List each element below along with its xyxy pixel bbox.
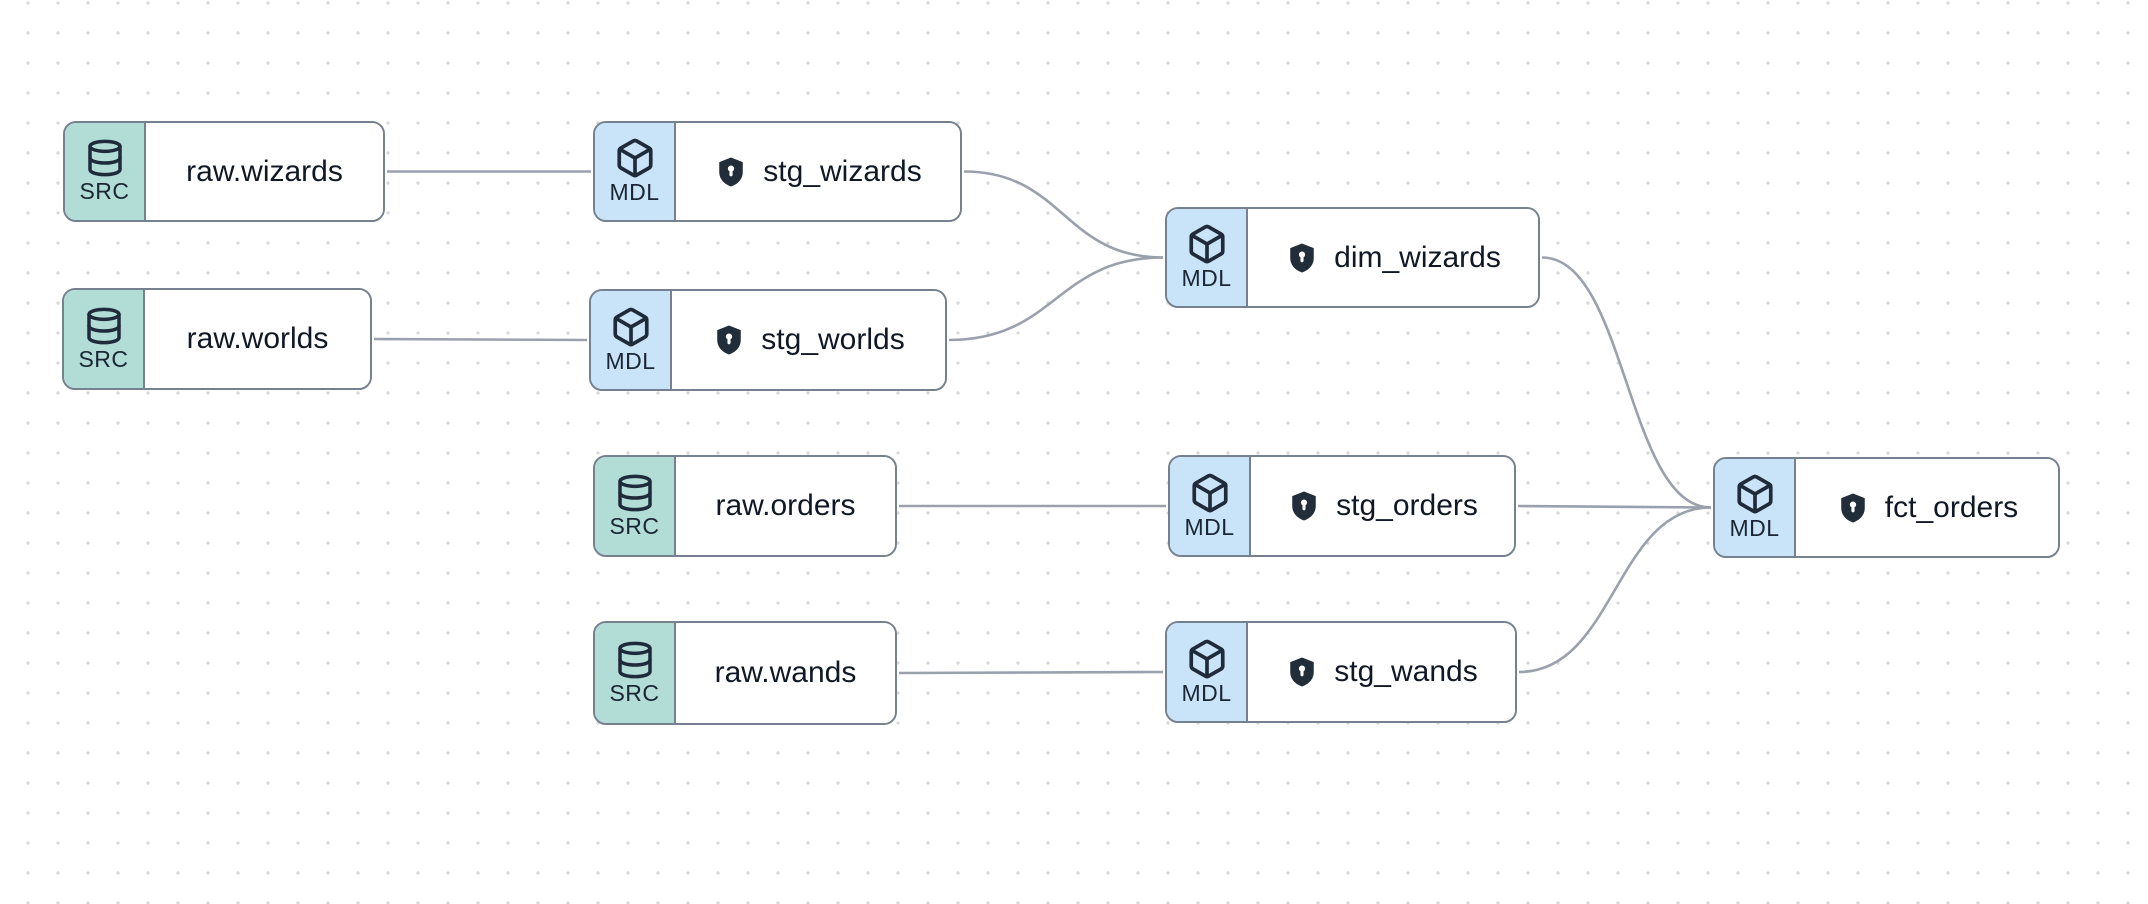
- node-body: raw.worlds: [145, 290, 370, 388]
- node-type-badge: MDL: [591, 291, 672, 389]
- shield-lock-glyph: [1292, 491, 1316, 521]
- graph-node-stg_orders[interactable]: MDL stg_orders: [1168, 455, 1516, 557]
- graph-node-raw-orders[interactable]: SRC raw.orders: [593, 455, 897, 557]
- shield-lock-glyph: [1290, 243, 1314, 272]
- shield-lock-glyph: [717, 325, 742, 355]
- node-type-label: MDL: [1184, 513, 1235, 540]
- node-type-icon: [84, 306, 124, 346]
- node-name-label: dim_wizards: [1334, 240, 1501, 274]
- database-icon: [617, 641, 652, 678]
- cube-icon: [1736, 474, 1773, 514]
- node-type-icon: [1186, 638, 1228, 680]
- node-type-label: SRC: [79, 178, 130, 204]
- edge-stg_orders-to-fct_orders: [1517, 504, 1712, 509]
- edge-stg_worlds-to-dim_wizards: [948, 256, 1164, 342]
- node-body: raw.wizards: [146, 123, 383, 220]
- node-type-badge: MDL: [1715, 459, 1796, 556]
- node-body: stg_wizards: [676, 123, 960, 220]
- node-type-badge: SRC: [64, 290, 145, 388]
- node-type-icon: [615, 640, 655, 680]
- cube-icon: [1191, 473, 1228, 512]
- node-type-label: MDL: [1181, 679, 1232, 706]
- node-body: raw.orders: [676, 457, 895, 555]
- node-name-label: raw.wizards: [186, 154, 343, 188]
- node-type-badge: MDL: [595, 123, 676, 220]
- edge-stg_wizards-to-dim_wizards: [963, 170, 1164, 259]
- node-body: stg_orders: [1251, 457, 1514, 555]
- cube-icon: [1188, 224, 1225, 264]
- graph-node-stg_wands[interactable]: MDL stg_wands: [1165, 621, 1517, 723]
- node-name-label: stg_wands: [1334, 655, 1478, 688]
- node-body: fct_orders: [1796, 459, 2058, 556]
- shield-lock-icon: [1836, 491, 1870, 525]
- node-body: stg_wands: [1248, 623, 1515, 721]
- shield-lock-glyph: [1290, 657, 1315, 687]
- node-type-label: MDL: [1181, 265, 1232, 291]
- graph-node-raw-wands[interactable]: SRC raw.wands: [593, 621, 897, 725]
- node-name-label: raw.orders: [715, 489, 856, 522]
- cube-icon: [1188, 639, 1225, 678]
- shield-lock-icon: [1285, 241, 1319, 275]
- cube-icon: [612, 307, 649, 346]
- node-body: raw.wands: [676, 623, 895, 723]
- node-type-icon: [615, 473, 655, 513]
- node-name-label: raw.worlds: [186, 322, 329, 355]
- node-type-badge: SRC: [595, 623, 676, 723]
- graph-node-dim_wizards[interactable]: MDL dim_wizards: [1165, 207, 1540, 308]
- node-type-icon: [1734, 473, 1776, 515]
- edge-raw-worlds-to-stg_worlds: [373, 337, 588, 342]
- node-type-icon: [610, 306, 652, 348]
- node-body: dim_wizards: [1248, 209, 1538, 306]
- edge-dim_wizards-to-fct_orders: [1541, 256, 1712, 509]
- shield-lock-icon: [714, 155, 748, 189]
- node-type-label: MDL: [605, 347, 656, 374]
- node-name-label: fct_orders: [1884, 490, 2019, 524]
- node-type-badge: MDL: [1170, 457, 1251, 555]
- node-type-badge: SRC: [65, 123, 146, 220]
- node-name-label: raw.wands: [714, 656, 857, 689]
- node-type-badge: MDL: [1167, 623, 1248, 721]
- node-name-label: stg_worlds: [761, 323, 905, 356]
- graph-node-raw-worlds[interactable]: SRC raw.worlds: [62, 288, 372, 390]
- shield-lock-icon: [1287, 489, 1321, 523]
- node-type-badge: MDL: [1167, 209, 1248, 306]
- graph-node-fct_orders[interactable]: MDL fct_orders: [1713, 457, 2060, 558]
- graph-node-stg_worlds[interactable]: MDL stg_worlds: [589, 289, 947, 391]
- shield-lock-glyph: [719, 157, 744, 186]
- node-body: stg_worlds: [672, 291, 945, 389]
- node-type-icon: [1186, 223, 1228, 265]
- edge-stg_wands-to-fct_orders: [1518, 506, 1712, 674]
- shield-lock-glyph: [1841, 493, 1865, 522]
- database-icon: [617, 474, 652, 511]
- node-type-label: MDL: [609, 179, 660, 205]
- node-type-label: SRC: [609, 679, 660, 706]
- node-type-label: SRC: [78, 345, 129, 372]
- node-type-label: SRC: [609, 512, 660, 539]
- node-name-label: stg_orders: [1336, 489, 1478, 522]
- cube-icon: [616, 138, 653, 178]
- node-type-icon: [1189, 472, 1231, 514]
- graph-node-raw-wizards[interactable]: SRC raw.wizards: [63, 121, 385, 222]
- database-icon: [86, 307, 121, 344]
- node-type-badge: SRC: [595, 457, 676, 555]
- node-name-label: stg_wizards: [763, 154, 922, 188]
- node-type-label: MDL: [1729, 515, 1780, 541]
- node-type-icon: [614, 137, 656, 179]
- node-type-icon: [85, 138, 125, 178]
- shield-lock-icon: [712, 323, 746, 357]
- edge-raw-wands-to-stg_wands: [898, 670, 1164, 675]
- graph-node-stg_wizards[interactable]: MDL stg_wizards: [593, 121, 962, 222]
- database-icon: [87, 139, 122, 177]
- shield-lock-icon: [1285, 655, 1319, 689]
